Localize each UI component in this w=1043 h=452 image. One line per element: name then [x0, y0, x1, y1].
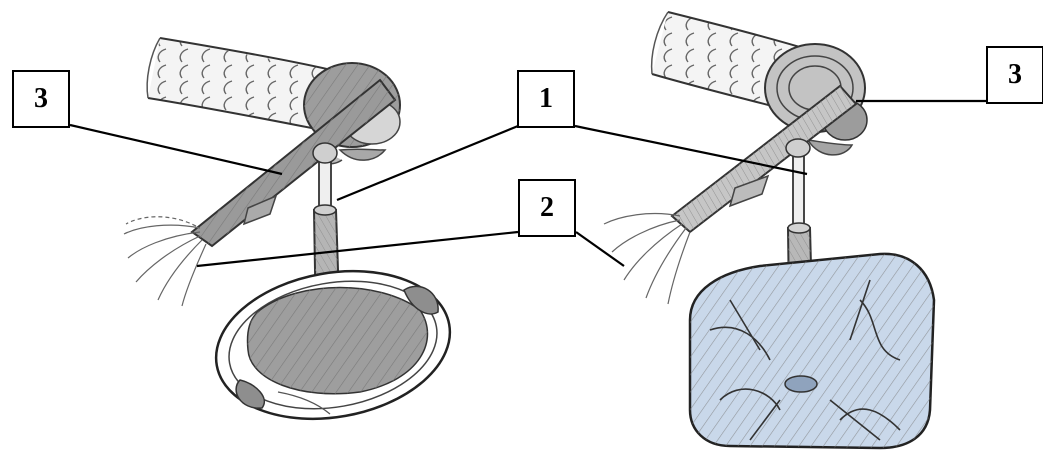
leader-2-left	[197, 232, 518, 266]
right-band	[672, 86, 856, 232]
right-fan	[604, 214, 690, 304]
right-drawing	[604, 12, 934, 448]
left-drawing	[124, 38, 462, 436]
left-dish	[204, 254, 461, 437]
leader-2-right	[576, 232, 624, 266]
leader-left-3	[70, 125, 282, 174]
right-dish	[690, 254, 934, 448]
label-3-right: 3	[986, 46, 1043, 104]
label-2: 2	[518, 179, 576, 237]
label-3-left: 3	[12, 70, 70, 128]
label-1: 1	[517, 70, 575, 128]
